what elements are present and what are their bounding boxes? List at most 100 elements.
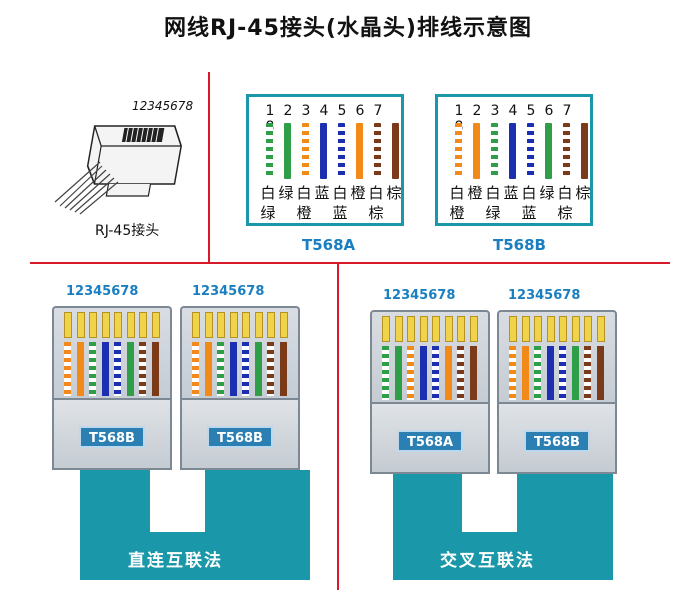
plug-wire-4 [101, 342, 109, 396]
divider-vertical-bottom [337, 264, 339, 590]
wire-1 [455, 123, 462, 179]
plug-wire-3 [407, 346, 414, 400]
gold-pin [229, 312, 238, 338]
gold-pin [407, 316, 415, 342]
plug-wire-7 [584, 346, 591, 400]
plug-tag: T568A [397, 430, 463, 452]
plug-tag: T568B [207, 426, 273, 448]
gold-pin [192, 312, 200, 338]
plug-wire-5 [242, 342, 249, 396]
plug-pin-numbers-label: 12345678 [132, 99, 193, 113]
plug-wire-7 [457, 346, 464, 400]
gold-pin [114, 312, 122, 338]
gold-pin [457, 316, 465, 342]
wire-8 [581, 123, 588, 179]
plug-wire-1 [64, 342, 71, 396]
plug-wire-8 [469, 346, 477, 400]
rj45-label: RJ-45接头 [95, 223, 160, 239]
wire-6 [545, 123, 552, 179]
plug-wire-2 [76, 342, 84, 396]
plug-wire-4 [229, 342, 237, 396]
plug-wire-1 [509, 346, 516, 400]
t568b-name: T568B [493, 236, 546, 254]
plug-wire-8 [596, 346, 604, 400]
wire-8 [392, 123, 399, 179]
plug-wire-6 [126, 342, 134, 396]
gold-pin [596, 316, 605, 342]
plug-wire-8 [151, 342, 159, 396]
wire-7 [374, 123, 381, 179]
plug-wire-2 [204, 342, 212, 396]
plug-wire-3 [534, 346, 541, 400]
gold-pin [521, 316, 530, 342]
plug-wire-3 [217, 342, 224, 396]
plug-wire-7 [267, 342, 274, 396]
rj45-plug-illustration: 12345678 [54, 99, 193, 215]
plug-wire-5 [114, 342, 121, 396]
color-labels: 白绿白蓝白橙白棕 绿橙蓝棕 [260, 184, 402, 222]
plug-wire-7 [139, 342, 146, 396]
gold-pin [394, 316, 403, 342]
gold-pin [64, 312, 72, 338]
gold-pin [217, 312, 225, 338]
color-labels: 白橙白蓝白绿白棕 橙绿蓝棕 [449, 184, 591, 222]
gold-pin [534, 316, 542, 342]
wire-4 [320, 123, 327, 179]
plug-wire-4 [546, 346, 554, 400]
gold-pin [432, 316, 440, 342]
wire-6 [356, 123, 363, 179]
gold-pin [559, 316, 567, 342]
gold-pin [419, 316, 428, 342]
gold-pin [469, 316, 478, 342]
wire-4 [509, 123, 516, 179]
plug-wire-5 [559, 346, 566, 400]
gold-pin [242, 312, 250, 338]
plug-wire-1 [192, 342, 199, 396]
divider-horizontal [30, 262, 670, 264]
plug-wire-3 [89, 342, 96, 396]
gold-pin [571, 316, 580, 342]
gold-pin [139, 312, 147, 338]
wire-5 [527, 123, 534, 179]
page-title: 网线RJ-45接头(水晶头)排线示意图 [164, 16, 532, 41]
gold-pin [509, 316, 517, 342]
wire-2 [284, 123, 291, 179]
gold-pin [382, 316, 390, 342]
wire-7 [563, 123, 570, 179]
wire-1 [266, 123, 273, 179]
plug-wire-2 [521, 346, 529, 400]
wire-3 [302, 123, 309, 179]
gold-pin [254, 312, 263, 338]
t568a-name: T568A [302, 236, 356, 254]
gold-pin [89, 312, 97, 338]
crossover-label: 交叉互联法 [440, 551, 535, 571]
plug-wire-5 [432, 346, 439, 400]
plug-wire-4 [419, 346, 427, 400]
gold-pin [101, 312, 110, 338]
wire-5 [338, 123, 345, 179]
pin-numbers-cross-left: 12345678 [383, 288, 456, 303]
gold-pin [546, 316, 555, 342]
divider-vertical-top [208, 72, 210, 262]
plug-wire-1 [382, 346, 389, 400]
pin-numbers-straight-right: 12345678 [192, 284, 265, 299]
plug-wire-6 [444, 346, 452, 400]
gold-pin [126, 312, 135, 338]
pin-numbers-cross-right: 12345678 [508, 288, 581, 303]
plug-tag: T568B [79, 426, 145, 448]
gold-pin [444, 316, 453, 342]
gold-pin [151, 312, 160, 338]
plug-wire-8 [279, 342, 287, 396]
wire-2 [473, 123, 480, 179]
wire-3 [491, 123, 498, 179]
plug-wire-2 [394, 346, 402, 400]
plug-wire-6 [571, 346, 579, 400]
gold-pin [204, 312, 213, 338]
plug-tag: T568B [524, 430, 590, 452]
gold-pin [76, 312, 85, 338]
plug-wire-6 [254, 342, 262, 396]
cable-gap [462, 470, 517, 532]
straight-label: 直连互联法 [128, 551, 223, 571]
